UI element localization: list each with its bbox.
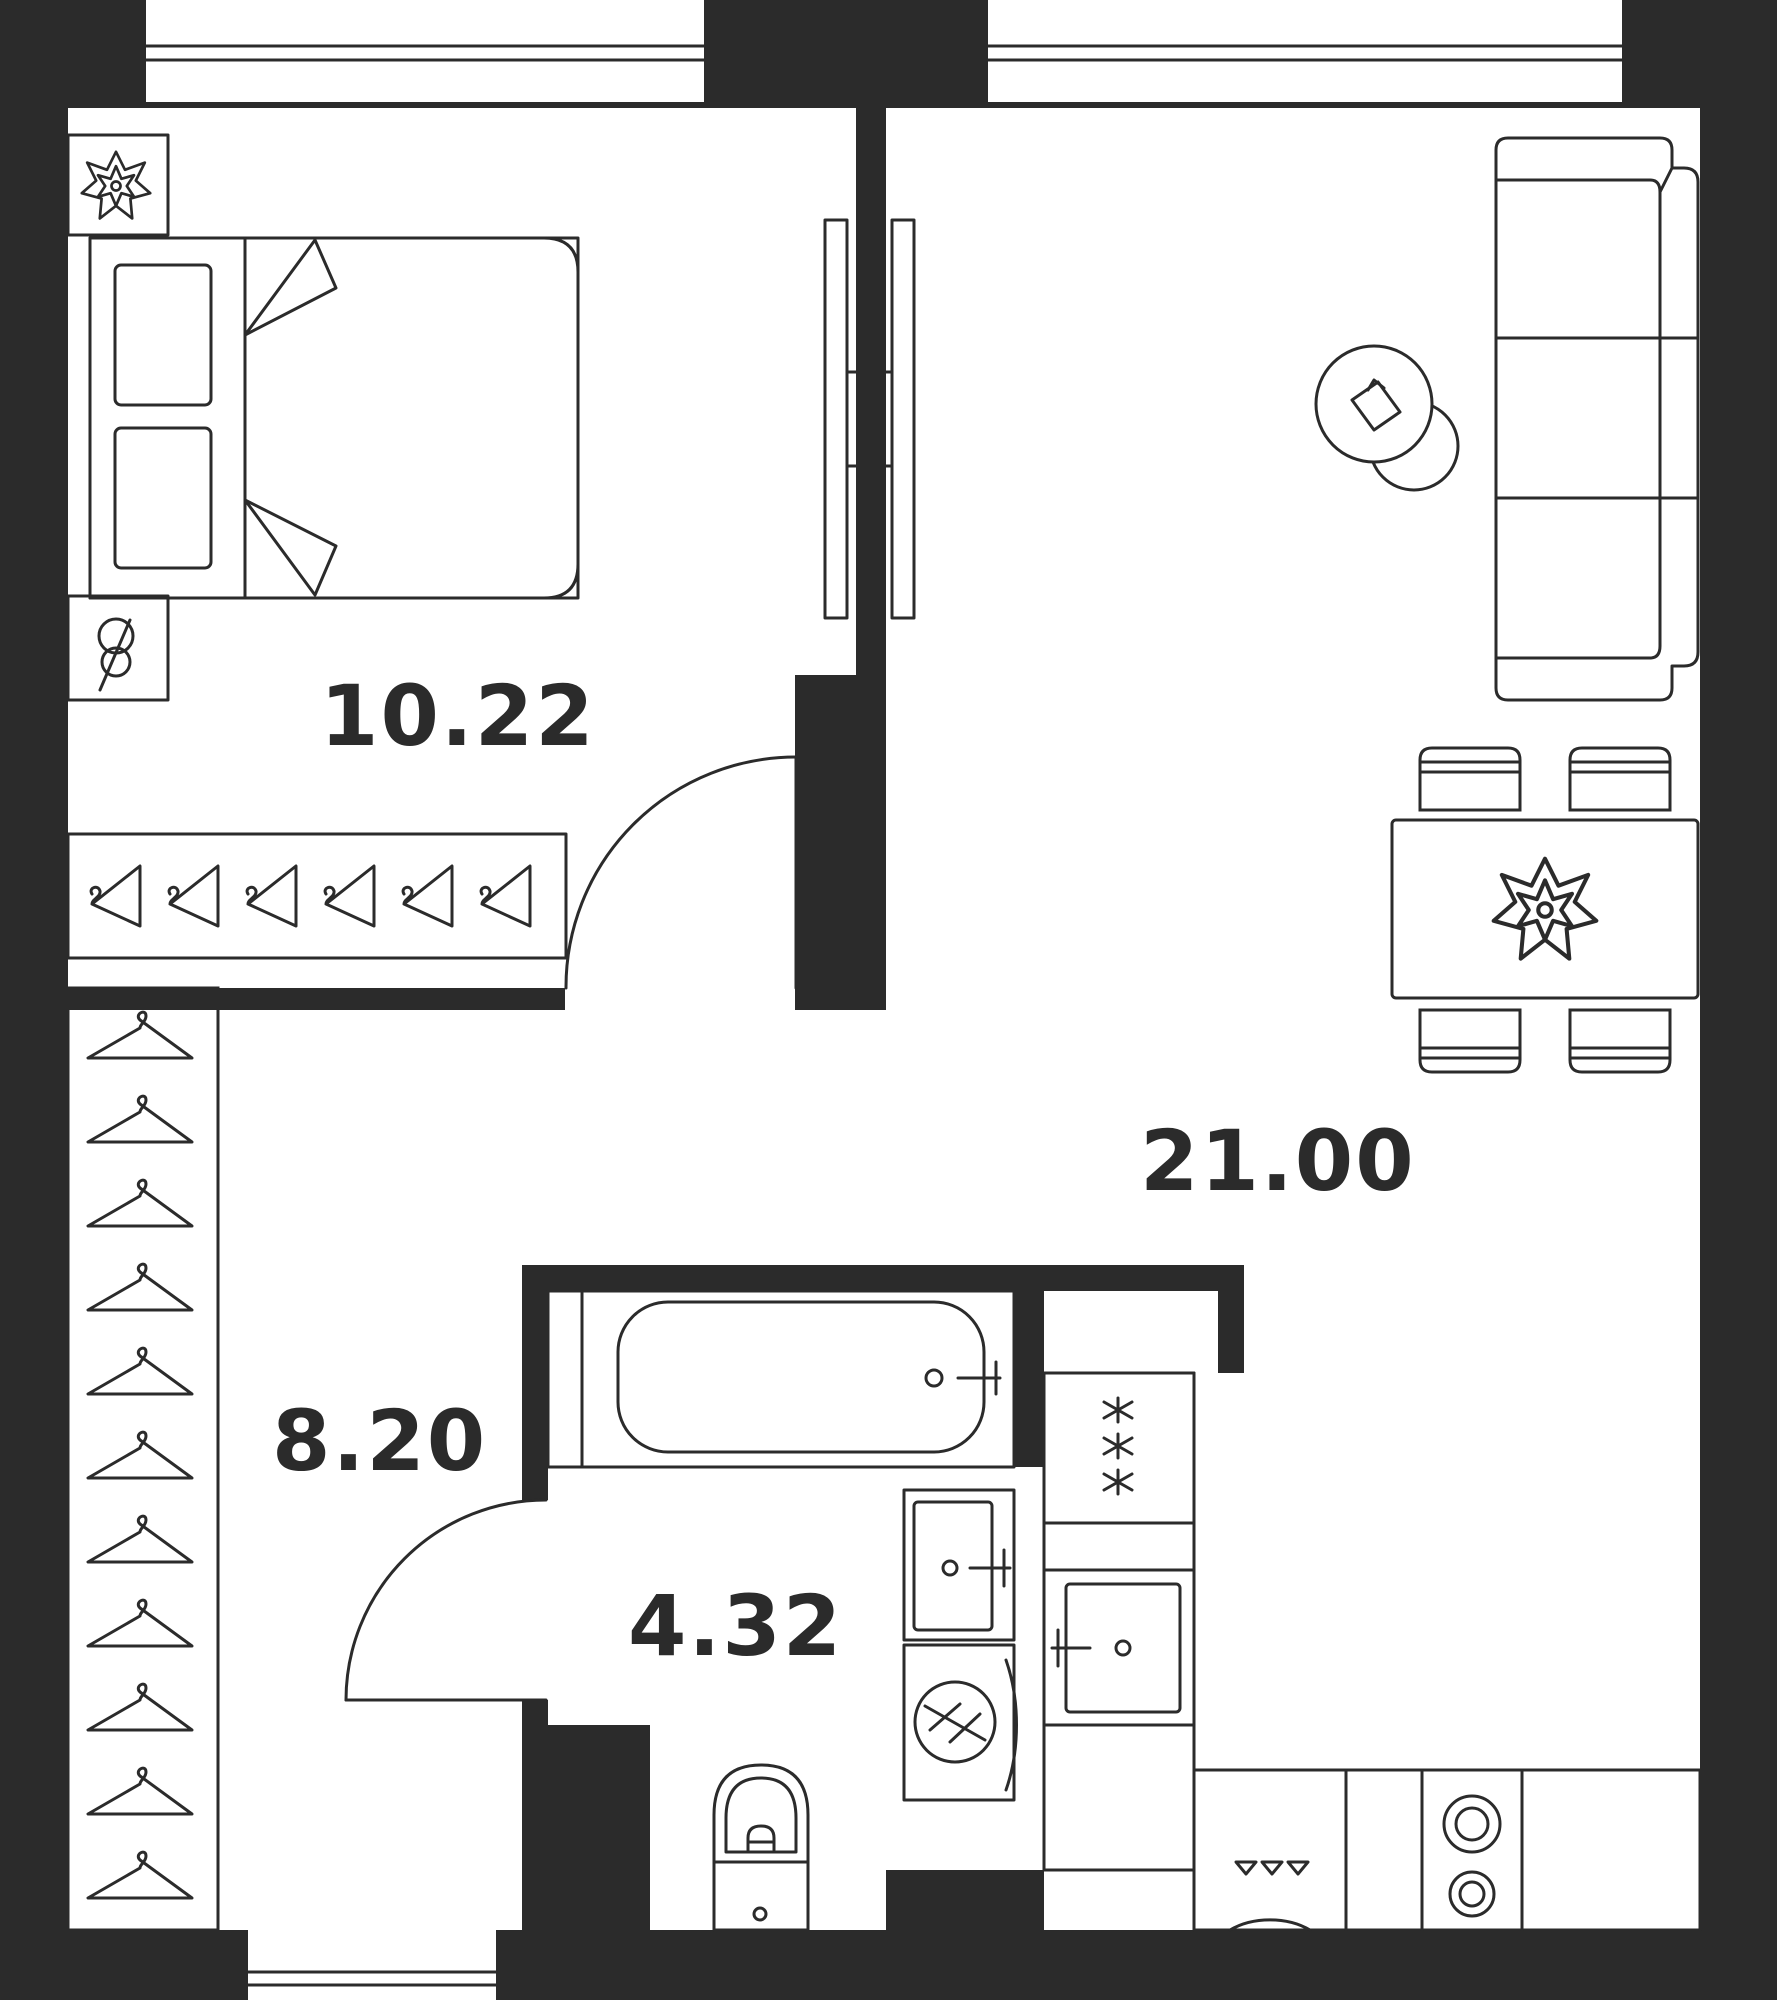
living-kitchen-area-label: 21.00: [1140, 1112, 1416, 1210]
sofa-icon: [1494, 136, 1700, 702]
washing-machine-icon: [902, 1643, 1018, 1802]
bathroom-fixtures: [546, 1289, 1018, 1932]
stove-icon: [1102, 1396, 1134, 1496]
kitchen: [1042, 1371, 1702, 1932]
sink-icon: [902, 1488, 1016, 1642]
sink-icon: [1050, 1582, 1182, 1714]
bedroom-area-label: 10.22: [320, 667, 596, 765]
doors: [344, 755, 798, 1702]
bed-icon: [88, 236, 580, 600]
windows: [144, 0, 1624, 2000]
bedroom-furniture: [66, 133, 916, 960]
bathtub-icon: [546, 1289, 1016, 1469]
table-icon: [1390, 746, 1700, 1074]
living-furniture: [1314, 136, 1700, 1074]
bathroom-area-label: 4.32: [628, 1577, 843, 1675]
hallway-area-label: 8.20: [272, 1392, 487, 1490]
toilet-icon: [712, 1763, 810, 1932]
lamp-icon: [97, 617, 135, 692]
